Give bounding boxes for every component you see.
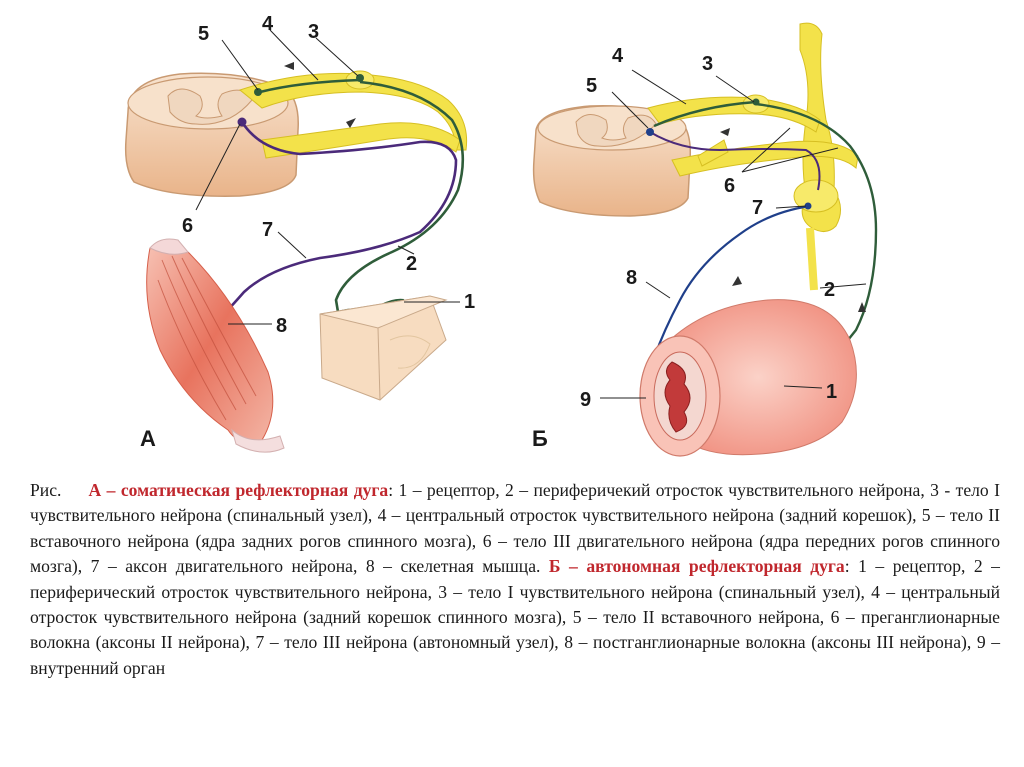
label-a-2: 2 [406, 253, 417, 275]
label-a-1: 1 [464, 291, 475, 313]
label-a-5: 5 [198, 23, 209, 45]
arrow-icon [732, 276, 742, 286]
arrow-icon [346, 118, 356, 128]
motor-axon-a [219, 121, 458, 319]
interneuron-body-a [254, 88, 262, 96]
skin-block-a [319, 295, 448, 401]
reflex-arc-figure: 5 4 3 6 7 2 1 8 А [124, 13, 878, 457]
label-b-6: 6 [724, 175, 735, 197]
label-b-9: 9 [580, 389, 591, 411]
label-a-8: 8 [276, 315, 287, 337]
nerve-bundle-b [647, 94, 859, 177]
caption-somatic-title: А – соматическая рефлекторная дуга [88, 480, 389, 500]
label-b-7: 7 [752, 197, 763, 219]
sensory-fiber-a [259, 78, 465, 313]
arrow-icon [284, 62, 294, 70]
panel-label-b: Б [532, 426, 548, 451]
label-a-3: 3 [308, 21, 319, 43]
caption-autonomic-title: Б – автономная рефлекторная дуга [548, 556, 845, 577]
spinal-cord-a [124, 72, 299, 197]
skeletal-muscle-a [146, 238, 285, 453]
label-b-4: 4 [612, 45, 624, 67]
leader-lines-b [600, 69, 867, 399]
label-b-5: 5 [586, 75, 597, 97]
label-a-7: 7 [262, 219, 273, 241]
internal-organ-b [639, 299, 857, 457]
panel-label-a: А [140, 426, 156, 451]
arrow-icon [858, 302, 866, 312]
postganglionic-fiber-b [652, 204, 811, 359]
preganglionic-fiber-b [649, 131, 821, 191]
panel-b-autonomic-arc: 5 4 3 6 7 8 2 9 1 Б [532, 22, 878, 457]
sympathetic-trunk-b [793, 22, 841, 291]
figure-caption: Рис. А – соматическая рефлекторная дуга:… [30, 478, 1000, 681]
sensory-body-b [752, 98, 760, 106]
panel-a-somatic-arc: 5 4 3 6 7 2 1 8 А [124, 13, 475, 453]
leader-lines-a [195, 29, 460, 325]
caption-prefix: Рис. [30, 480, 67, 500]
interneuron-body-b [646, 128, 654, 136]
label-b-1: 1 [826, 381, 837, 403]
caption-somatic-text: : 1 – рецептор, 2 – периферичекий отрост… [30, 480, 1001, 577]
label-a-4: 4 [262, 13, 274, 35]
label-b-8: 8 [626, 267, 637, 289]
label-b-3: 3 [702, 53, 713, 75]
label-b-2: 2 [824, 279, 835, 301]
autonomic-ganglion-cell-b [804, 202, 812, 210]
arrow-icon [720, 128, 730, 136]
label-a-6: 6 [182, 215, 193, 237]
caption-autonomic-text: : 1 – рецептор, 2 – периферический отрос… [30, 556, 1000, 678]
